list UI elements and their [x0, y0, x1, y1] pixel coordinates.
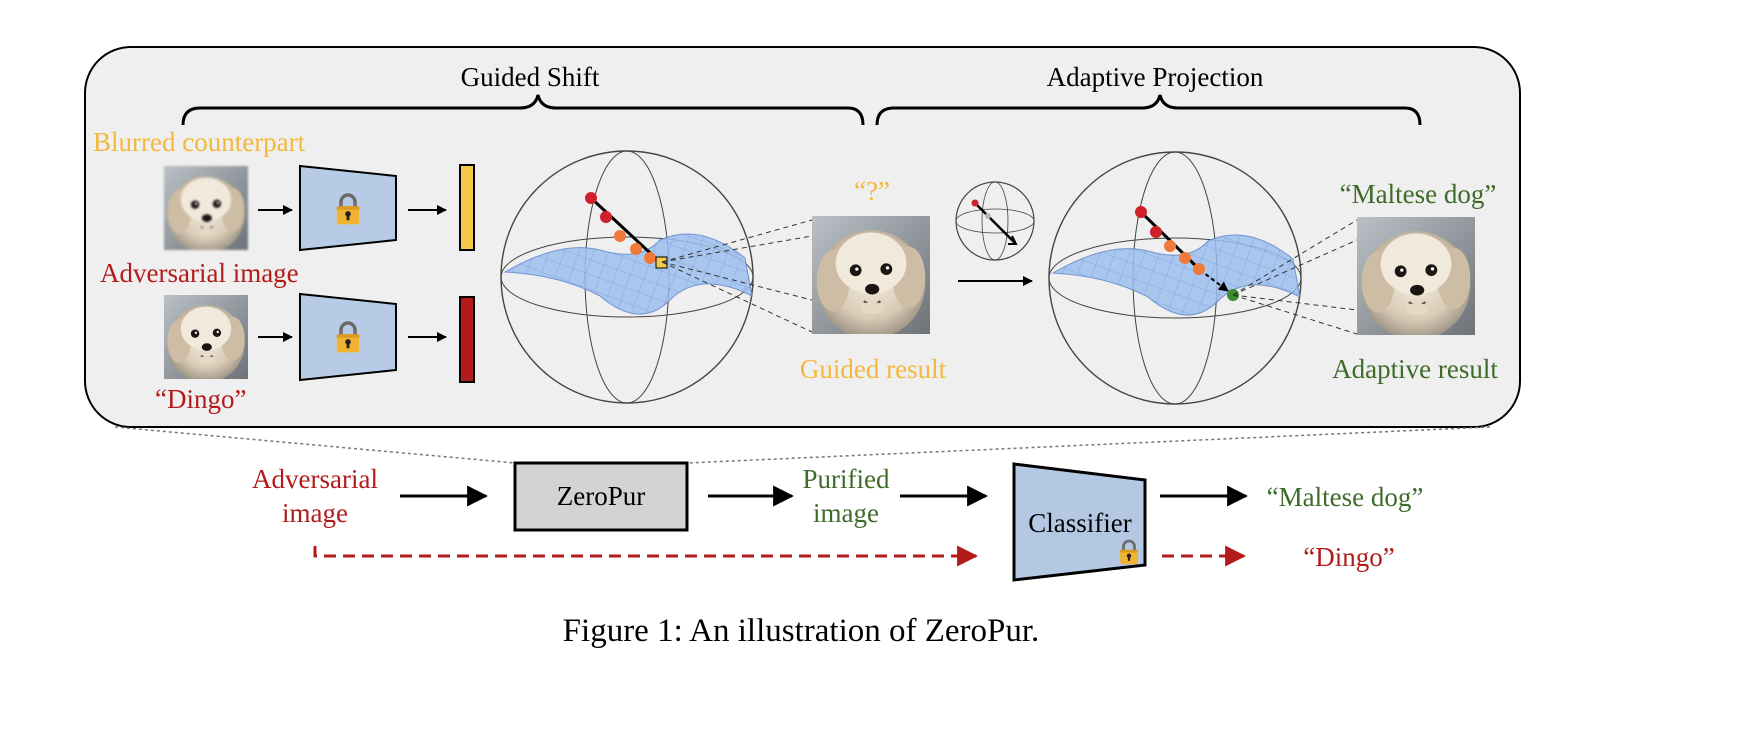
maltese-label: “Maltese dog” [1340, 179, 1497, 209]
adaptive-projection-sphere [1048, 151, 1302, 405]
adversarial-image-label: Adversarial image [100, 258, 299, 288]
output-wrong-label: “Dingo” [1303, 542, 1394, 572]
figure-caption: Figure 1: An illustration of ZeroPur. [563, 613, 1040, 649]
blurred-dog-photo [163, 166, 249, 250]
purified-label-line1: Purified [803, 464, 890, 494]
input-label-line1: Adversarial [252, 464, 378, 494]
classifier-label: Classifier [1028, 508, 1131, 538]
zeropur-box [513, 461, 689, 532]
guided-result-label: Guided result [800, 354, 947, 384]
zoom-line-left [114, 426, 516, 464]
zoom-line-right [686, 426, 1491, 464]
guided-projection-lines [661, 219, 813, 333]
dingo-label: “Dingo” [155, 384, 246, 414]
adaptive-result-photo [1357, 217, 1475, 335]
guided-shift-title: Guided Shift [461, 62, 600, 92]
feature-bar-yellow [459, 164, 475, 251]
adaptive-projection-brace [875, 94, 1422, 126]
classifier-box [1012, 462, 1147, 582]
purified-label-line2: image [813, 498, 879, 528]
zeropur-label: ZeroPur [557, 481, 645, 511]
guided-trajectory [585, 192, 668, 269]
input-label-line2: image [282, 498, 348, 528]
adaptive-result-label: Adaptive result [1332, 354, 1498, 384]
guided-shift-brace [181, 94, 865, 126]
adaptive-trajectory [1135, 206, 1239, 301]
output-correct-label: “Maltese dog” [1267, 482, 1424, 512]
adaptive-projection-lines [1232, 219, 1358, 335]
bypass-path [313, 545, 979, 567]
blurred-counterpart-label: Blurred counterpart [93, 127, 306, 157]
adversarial-dog-photo [163, 295, 249, 379]
adaptive-projection-title: Adaptive Projection [1047, 62, 1264, 92]
feature-bar-red [459, 296, 475, 383]
small-sphere-icon [955, 181, 1035, 261]
guided-result-photo [812, 216, 930, 334]
question-label: “?” [854, 176, 890, 206]
